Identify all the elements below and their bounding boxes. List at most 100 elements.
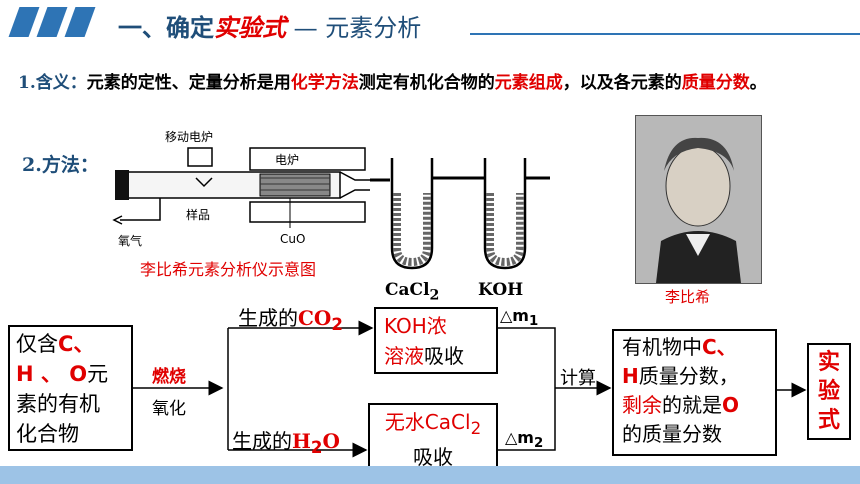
portrait-caption: 李比希	[665, 288, 711, 306]
koh-box: KOH浓 溶液吸收	[374, 307, 498, 374]
label-cacl2: CaCl2	[385, 280, 439, 303]
label-cacl2-text: CaCl	[385, 280, 430, 300]
h2o-formula: H	[292, 429, 311, 453]
start-box: 仅含C、 H 、 O元 素的有机 化合物	[8, 325, 133, 451]
cacl2-line-2: 吸收	[413, 445, 453, 469]
definition-number: 1.	[18, 73, 36, 93]
label-cuo: CuO	[280, 232, 306, 246]
definition-red-3: 质量分数	[681, 73, 750, 93]
bottom-bar	[0, 466, 860, 484]
header-underline	[470, 33, 860, 35]
apparatus-caption: 李比希元素分析仪示意图	[140, 260, 317, 279]
definition-text-3: ，以及各元素的	[562, 73, 682, 93]
label-m2: △m2	[505, 428, 543, 451]
furnace-top	[249, 147, 366, 171]
koh-fill	[486, 193, 524, 267]
m1-text: △m	[500, 306, 529, 325]
definition-text-2: 测定有机化合物的	[358, 73, 495, 93]
final-char-1: 实	[817, 350, 840, 375]
label-mobile-furnace: 移动电炉	[165, 130, 214, 144]
furnace-bottom	[249, 201, 366, 223]
m1-sub: 1	[528, 314, 539, 330]
result-text-5: ，	[718, 364, 739, 388]
definition-text-1: 元素的定性、定量分析是用	[86, 73, 291, 93]
h2o-o: O	[322, 429, 340, 453]
co2-sub: 2	[331, 315, 343, 334]
cacl2-box: 无水CaCl2 吸收	[368, 403, 498, 469]
result-text-1: 有机物中	[622, 335, 702, 359]
definition-paragraph: 1.含义：元素的定性、定量分析是用化学方法测定有机化合物的元素组成，以及各元素的…	[18, 66, 848, 100]
koh-line-2: 溶液吸收	[384, 341, 488, 371]
label-oxygen: 氧气	[118, 234, 143, 248]
title-prefix: 一、确定	[118, 14, 214, 42]
result-text-3: H	[622, 364, 639, 388]
u-tube-cacl2	[390, 158, 434, 270]
final-char-3: 式	[817, 408, 840, 433]
portrait-image	[636, 116, 761, 283]
final-box: 实 验 式	[807, 343, 851, 440]
label-m1: △m1	[500, 306, 538, 329]
oxygen-arrow	[112, 215, 123, 225]
cacl2-line-1: 无水CaCl2	[376, 408, 490, 443]
result-text-7: 的就是	[662, 393, 722, 417]
h2o-sub: 2	[310, 438, 323, 457]
final-char-2: 验	[817, 379, 840, 404]
cacl2-red-text: 无水CaCl	[384, 410, 471, 434]
tube-end	[339, 171, 370, 199]
oxygen-inlet	[120, 198, 161, 221]
sample-boat	[195, 177, 213, 188]
mobile-furnace-box	[187, 147, 213, 167]
title-subtitle: 元素分析	[325, 14, 422, 42]
h2o-text: 生成的	[232, 429, 292, 453]
result-text-6: 剩余	[622, 393, 662, 417]
definition-text-4: 。	[749, 73, 767, 93]
label-oxidize: 氧化	[152, 399, 186, 419]
cuo-hatch	[260, 177, 330, 191]
label-co2: 生成的CO2	[238, 302, 343, 334]
result-text-4: 质量分数	[638, 364, 719, 388]
title-highlight: 实验式	[214, 14, 286, 42]
cacl2-fill	[393, 193, 431, 267]
page-title: 一、确定实验式 — 元素分析	[118, 8, 421, 43]
result-line-2: H质量分数，	[622, 362, 767, 391]
result-text-8: O	[722, 393, 740, 417]
definition-label: 含义：	[35, 73, 87, 93]
start-line-4: 化合物	[16, 422, 79, 446]
label-calc: 计算	[560, 368, 596, 389]
method-number: 2.	[22, 154, 42, 176]
koh-black-text: 吸收	[424, 344, 464, 368]
u-tube-koh	[483, 158, 527, 270]
result-box: 有机物中C、 H质量分数， 剩余的就是O 的质量分数	[612, 329, 777, 456]
result-line-1: 有机物中C、	[622, 333, 767, 362]
liebig-portrait	[635, 115, 762, 284]
definition-red-1: 化学方法	[290, 73, 359, 93]
m2-sub: 2	[533, 436, 544, 452]
start-line-3: 素的有机	[16, 392, 100, 416]
cacl2-sub: 2	[470, 419, 482, 438]
koh-red-text: 溶液	[384, 344, 424, 368]
start-text-3: H 、 O	[16, 362, 88, 386]
label-koh: KOH	[478, 280, 524, 300]
merge-line	[498, 327, 556, 451]
method-text: 方法：	[41, 154, 99, 176]
definition-red-2: 元素组成	[494, 73, 563, 93]
result-text-2: C、	[702, 335, 737, 359]
start-text-4: 元	[87, 362, 109, 386]
co2-text: 生成的	[238, 306, 298, 330]
result-line-4: 的质量分数	[622, 422, 722, 446]
title-dash: —	[286, 14, 326, 42]
label-cacl2-sub: 2	[429, 287, 440, 304]
label-sample: 样品	[186, 208, 211, 222]
label-furnace: 电炉	[275, 153, 300, 167]
result-line-3: 剩余的就是O	[622, 391, 767, 420]
start-text-1: 仅含	[16, 332, 58, 356]
start-line-1: 仅含C、	[16, 329, 125, 359]
koh-line-1: KOH浓	[384, 314, 447, 338]
apparatus-diagram	[112, 147, 550, 270]
tube-stopper	[115, 170, 129, 200]
label-burn: 燃烧	[152, 367, 186, 387]
m2-text: △m	[505, 428, 534, 447]
label-h2o: 生成的H2O	[232, 425, 340, 457]
start-line-2: H 、 O元	[16, 359, 125, 389]
